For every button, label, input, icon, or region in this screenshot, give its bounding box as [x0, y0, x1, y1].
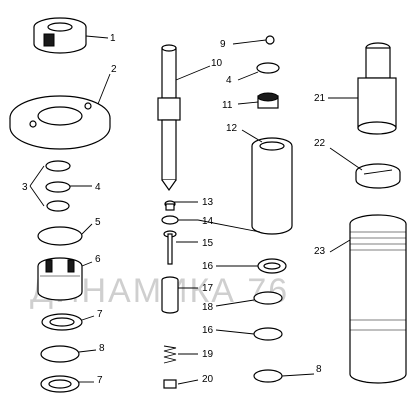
callout-labels: 1 2 3 4 5 6 7 8 7 9 10 4 11 12 13 14 15 …: [22, 33, 326, 386]
callout-15: 15: [202, 238, 214, 249]
callout-9: 9: [220, 39, 226, 50]
part-nut-21: [357, 42, 397, 135]
part-washer-4-right: [256, 62, 280, 74]
part-ring-16-bottom: [253, 327, 283, 341]
callout-12: 12: [226, 123, 238, 134]
part-slotted-nut: [33, 17, 87, 54]
part-rod-10: [157, 44, 181, 192]
part-cylinder-17: [161, 276, 179, 314]
part-cap-22: [355, 163, 401, 189]
part-ball-9: [265, 35, 275, 45]
callout-13: 13: [202, 197, 214, 208]
callout-2: 2: [111, 64, 117, 75]
part-ring-8-left: [40, 345, 80, 363]
part-o-rings-3: [45, 160, 71, 212]
callout-23: 23: [314, 246, 326, 257]
part-spring-19: [163, 345, 177, 364]
callout-5: 5: [95, 217, 101, 228]
callout-7-bottom: 7: [97, 375, 103, 386]
part-housing-6: [37, 257, 83, 301]
part-nut-20: [163, 379, 177, 389]
callout-4-right: 4: [226, 75, 232, 86]
leader-lines: [29, 35, 363, 385]
part-ring-5: [37, 226, 83, 246]
part-pin-15: [163, 230, 177, 265]
part-housing-23: [349, 214, 407, 384]
callout-16-bottom: 16: [202, 325, 214, 336]
callout-19: 19: [202, 349, 214, 360]
part-ring-8-right: [253, 369, 283, 383]
part-ring-18: [253, 291, 283, 305]
callout-4-left: 4: [95, 182, 101, 193]
callout-3: 3: [22, 182, 28, 193]
part-ring-16-top: [257, 258, 287, 274]
callout-14: 14: [202, 216, 214, 227]
callout-8-left: 8: [99, 343, 105, 354]
part-small-valve-13: [164, 200, 176, 211]
callout-18: 18: [202, 302, 214, 313]
part-nut-11: [257, 92, 279, 109]
callout-17: 17: [202, 283, 214, 294]
callout-22: 22: [314, 138, 326, 149]
callout-6: 6: [95, 254, 101, 265]
callout-8-right: 8: [316, 364, 322, 375]
callout-1: 1: [110, 33, 116, 44]
part-sleeve-12: [251, 137, 293, 235]
callout-10: 10: [211, 58, 223, 69]
part-seal-7-top: [41, 313, 83, 331]
part-flange: [9, 95, 111, 150]
part-seal-7-bottom: [40, 375, 80, 393]
callout-11: 11: [222, 100, 233, 111]
callout-16-top: 16: [202, 261, 214, 272]
callout-7-top: 7: [97, 309, 103, 320]
part-ring-14: [161, 215, 179, 225]
callout-20: 20: [202, 374, 214, 385]
callout-21: 21: [314, 93, 326, 104]
